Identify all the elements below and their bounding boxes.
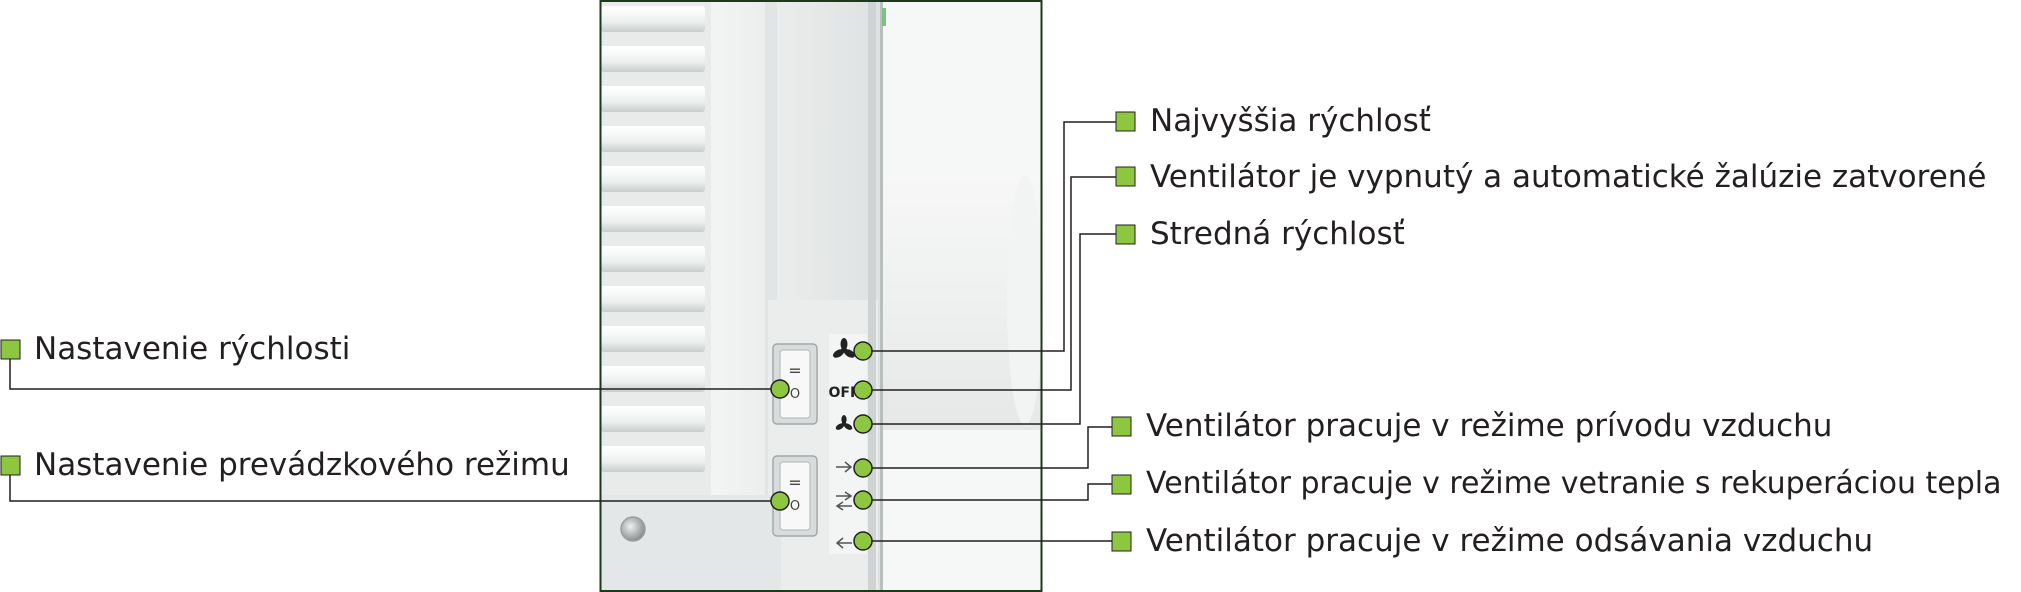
marker-off (1115, 166, 1136, 187)
dot-speed-switch (770, 379, 790, 399)
off-symbol: OFF (828, 385, 859, 401)
label-max-speed: Najvyššia rýchlosť (1150, 103, 1431, 139)
label-exhaust: Ventilátor pracuje v režime odsávania vz… (1146, 523, 1874, 559)
fan-small-icon (835, 415, 853, 430)
dot-max-speed (853, 341, 873, 361)
switch2-off-mark: O (790, 499, 800, 514)
label-recovery: Ventilátor pracuje v režime vetranie s r… (1146, 466, 2002, 501)
label-supply: Ventilátor pracuje v režime prívodu vzdu… (1146, 408, 1833, 444)
leader-lines (9, 121, 1116, 542)
product-image: = O = O OFF (601, 1, 1043, 591)
marker-speed-setting (0, 339, 21, 360)
louvers (601, 6, 705, 472)
switch1-off-mark: O (790, 387, 800, 402)
marker-supply (1111, 416, 1132, 437)
arrow-recovery-icon (835, 491, 853, 511)
dot-recovery (853, 490, 873, 510)
marker-max-speed (1115, 111, 1136, 132)
label-speed-setting: Nastavenie rýchlosti (34, 331, 351, 367)
dot-supply (853, 458, 873, 478)
arrow-supply-icon (836, 461, 853, 473)
switch1-on-mark: = (788, 361, 801, 380)
dot-mode-switch (770, 491, 790, 511)
marker-exhaust (1111, 531, 1132, 552)
marker-mode-setting (0, 455, 21, 476)
label-off: Ventilátor je vypnutý a automatické žalú… (1150, 159, 1987, 195)
label-mode-setting: Nastavenie prevádzkového režimu (34, 447, 570, 483)
dot-exhaust (853, 531, 873, 551)
switch2-on-mark: = (788, 473, 801, 492)
callout-dots (770, 341, 873, 551)
marker-recovery (1111, 474, 1132, 495)
arrow-exhaust-icon (835, 537, 852, 549)
photo-frame (599, 0, 1043, 592)
label-mid-speed: Stredná rýchlosť (1150, 216, 1405, 252)
dot-mid-speed (853, 414, 873, 434)
marker-mid-speed (1115, 224, 1136, 245)
square-markers (0, 111, 1136, 552)
indicator-light (620, 516, 646, 542)
dot-off (853, 380, 873, 400)
fan-icon (833, 338, 855, 358)
